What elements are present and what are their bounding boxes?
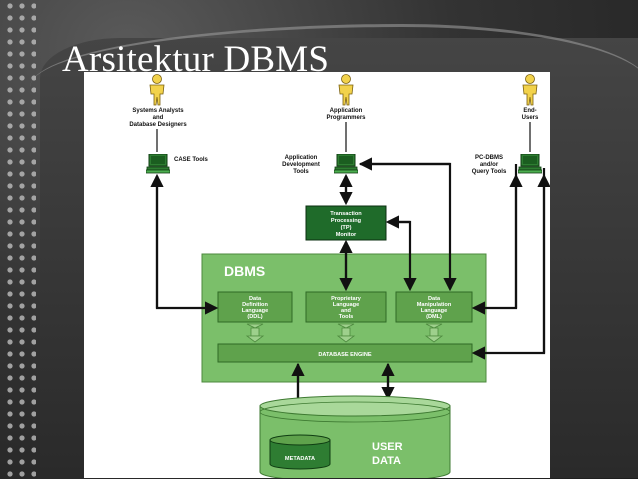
pc-dbms-label-1: PC-DBMS xyxy=(475,155,503,161)
proprietary-label-2: Language xyxy=(333,302,359,308)
app-dev-label-1: Application xyxy=(285,155,318,161)
proprietary-label-1: Proprietary xyxy=(331,296,362,302)
programmer-person-icon xyxy=(338,74,354,106)
dml-label-2: Manipulation xyxy=(417,302,452,308)
analyst-person-icon xyxy=(149,74,165,106)
decorative-swoosh xyxy=(30,24,638,87)
dml-label-3: Language xyxy=(421,308,447,314)
proprietary-label-4: Tools xyxy=(339,314,354,320)
tp-label-4: Monitor xyxy=(336,232,357,238)
analysts-label-3: Database Designers xyxy=(129,122,187,128)
database-engine-label: DATABASE ENGINE xyxy=(318,352,372,358)
app-dev-label-2: Development xyxy=(282,162,320,168)
ddl-label-4: (DDL) xyxy=(247,314,262,320)
app-dev-pc-icon xyxy=(334,154,358,174)
metadata-cylinder xyxy=(269,434,331,470)
dbms-architecture-diagram: Systems Analysts and Database Designers … xyxy=(84,72,550,478)
dml-module xyxy=(395,291,473,323)
analysts-label-1: Systems Analysts xyxy=(132,108,184,114)
programmers-label-2: Programmers xyxy=(326,115,366,121)
diagram-svg: Systems Analysts and Database Designers … xyxy=(129,74,550,478)
pc-dbms-pc-icon xyxy=(518,154,542,174)
dml-label-1: Data xyxy=(428,296,441,302)
end-user-person-icon xyxy=(522,74,538,106)
app-dev-label-3: Tools xyxy=(293,169,309,175)
case-tools-pc-icon xyxy=(146,154,170,174)
analysts-label-2: and xyxy=(153,115,164,121)
ddl-label-1: Data xyxy=(249,296,262,302)
ddl-module xyxy=(217,291,293,323)
ddl-label-3: Language xyxy=(242,308,268,314)
end-users-label-2: Users xyxy=(522,115,539,121)
dml-label-4: (DML) xyxy=(426,314,442,320)
pc-dbms-label-2: and/or xyxy=(480,162,499,168)
tp-label-1: Transaction xyxy=(330,211,362,217)
ddl-label-2: Definition xyxy=(242,302,268,308)
end-users-label-1: End- xyxy=(523,108,536,114)
pc-dbms-label-3: Query Tools xyxy=(472,169,507,175)
case-tools-label: CASE Tools xyxy=(174,157,209,163)
proprietary-label-3: and xyxy=(341,308,352,314)
module-engine-arrows xyxy=(245,323,444,343)
tp-label-2: Processing xyxy=(331,218,362,224)
dbms-label: DBMS xyxy=(224,263,265,279)
decorative-dots xyxy=(4,0,36,479)
user-data-label-2: DATA xyxy=(372,455,401,467)
tp-label-3: (TP) xyxy=(341,225,352,231)
programmers-label-1: Application xyxy=(330,108,363,114)
metadata-label: METADATA xyxy=(285,456,315,462)
proprietary-module xyxy=(305,291,387,323)
user-data-label-1: USER xyxy=(372,441,403,453)
